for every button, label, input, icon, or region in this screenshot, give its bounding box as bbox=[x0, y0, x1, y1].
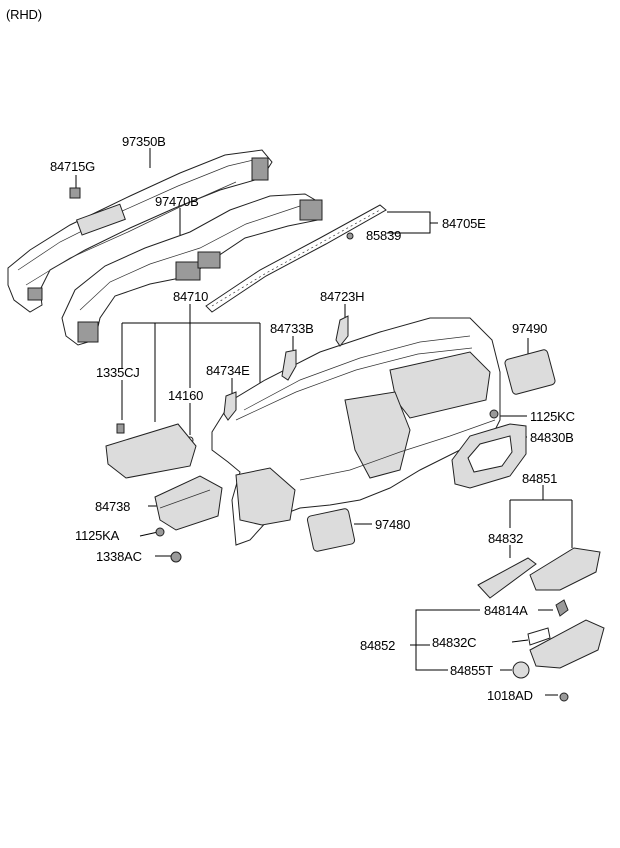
label-14160: 14160 bbox=[168, 388, 204, 403]
label-97350B: 97350B bbox=[122, 134, 166, 149]
cover-84851 bbox=[529, 547, 601, 591]
clip-1335CJ bbox=[116, 423, 125, 434]
bracket-84733B bbox=[281, 349, 297, 381]
module-84738 bbox=[154, 475, 223, 531]
label-84723H: 84723H bbox=[320, 289, 365, 304]
label-84710: 84710 bbox=[173, 289, 209, 304]
bolt-1125KA bbox=[155, 527, 165, 537]
cover-84852 bbox=[529, 619, 605, 669]
screw-85839 bbox=[346, 232, 354, 240]
label-84830B: 84830B bbox=[530, 430, 574, 445]
bracket-84734E bbox=[223, 391, 237, 421]
duct-97350B bbox=[7, 149, 273, 313]
vent-97490 bbox=[504, 349, 556, 395]
label-84832: 84832 bbox=[488, 531, 524, 546]
label-1125KA: 1125KA bbox=[75, 528, 120, 543]
frame-84830B bbox=[451, 423, 527, 489]
bracket-84723H bbox=[335, 315, 349, 347]
label-84852: 84852 bbox=[360, 638, 396, 653]
label-84855T: 84855T bbox=[450, 663, 493, 678]
ring-84855T bbox=[512, 661, 530, 679]
label-84715G: 84715G bbox=[50, 159, 96, 174]
trim-84832C bbox=[527, 627, 551, 646]
clip-84715G bbox=[69, 187, 81, 199]
label-85839: 85839 bbox=[366, 228, 402, 243]
label-84733B: 84733B bbox=[270, 321, 314, 336]
screw-1125KC bbox=[489, 409, 499, 419]
duct-97470B bbox=[61, 193, 323, 346]
label-84705E: 84705E bbox=[442, 216, 486, 231]
label-97490: 97490 bbox=[512, 321, 548, 336]
label-84832C: 84832C bbox=[432, 635, 477, 650]
strip-84705E bbox=[205, 204, 387, 313]
label-84734E: 84734E bbox=[206, 363, 250, 378]
panel-cover bbox=[105, 423, 197, 479]
label-97470B: 97470B bbox=[155, 194, 199, 209]
nut-1338AC bbox=[170, 551, 182, 563]
trim-84832 bbox=[477, 557, 537, 599]
label-84738: 84738 bbox=[95, 499, 131, 514]
clip-84814A bbox=[555, 599, 569, 617]
vent-97480 bbox=[306, 508, 356, 552]
screw-1018AD bbox=[559, 692, 569, 702]
dashboard-84710 bbox=[211, 317, 501, 546]
variant-label: (RHD) bbox=[6, 7, 42, 22]
label-1018AD: 1018AD bbox=[487, 688, 533, 703]
label-1125KC: 1125KC bbox=[530, 409, 575, 424]
label-84814A: 84814A bbox=[484, 603, 528, 618]
label-1338AC: 1338AC bbox=[96, 549, 142, 564]
label-84851: 84851 bbox=[522, 471, 558, 486]
label-1335CJ: 1335CJ bbox=[96, 365, 140, 380]
label-97480: 97480 bbox=[375, 517, 411, 532]
